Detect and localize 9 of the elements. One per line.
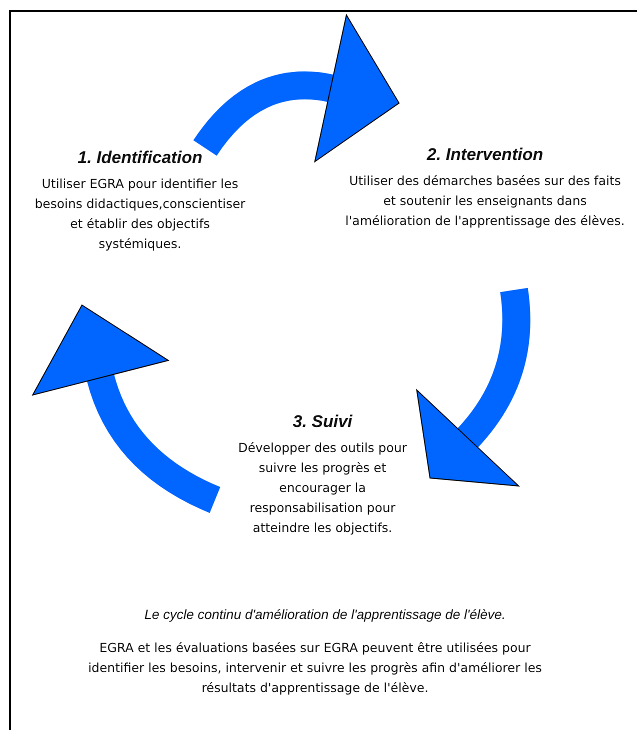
caption: Le cycle continu d'amélioration de l'apprentissage de l'élève.: [143, 607, 507, 622]
step-heading: 3. Suivi: [292, 412, 352, 432]
step-description: Utiliser EGRA pour identifier les besoins didactiques,conscientiser et établir des objectifs systémiques.: [34, 175, 246, 253]
step-description: Développer des outils pour suivre les progrès et encourager la responsabilisation pour atteindre les objectifs.: [238, 439, 408, 537]
step-heading: 2. Intervention: [426, 145, 544, 165]
curved-arrow: [414, 288, 530, 485]
step-heading: 1. Identification: [78, 148, 202, 168]
note-text: EGRA et les évaluations basées sur EGRA peuvent être utilisées pour identifier les besoins, intervenir et suivre les progrès afin d'améliorer les résultats d'apprentissage de l'élève.: [87, 639, 543, 697]
step-description: Utiliser des démarches basées sur des faits et soutenir les enseignants dans l'amélioration de l'apprentissage des élèves.: [345, 172, 625, 230]
